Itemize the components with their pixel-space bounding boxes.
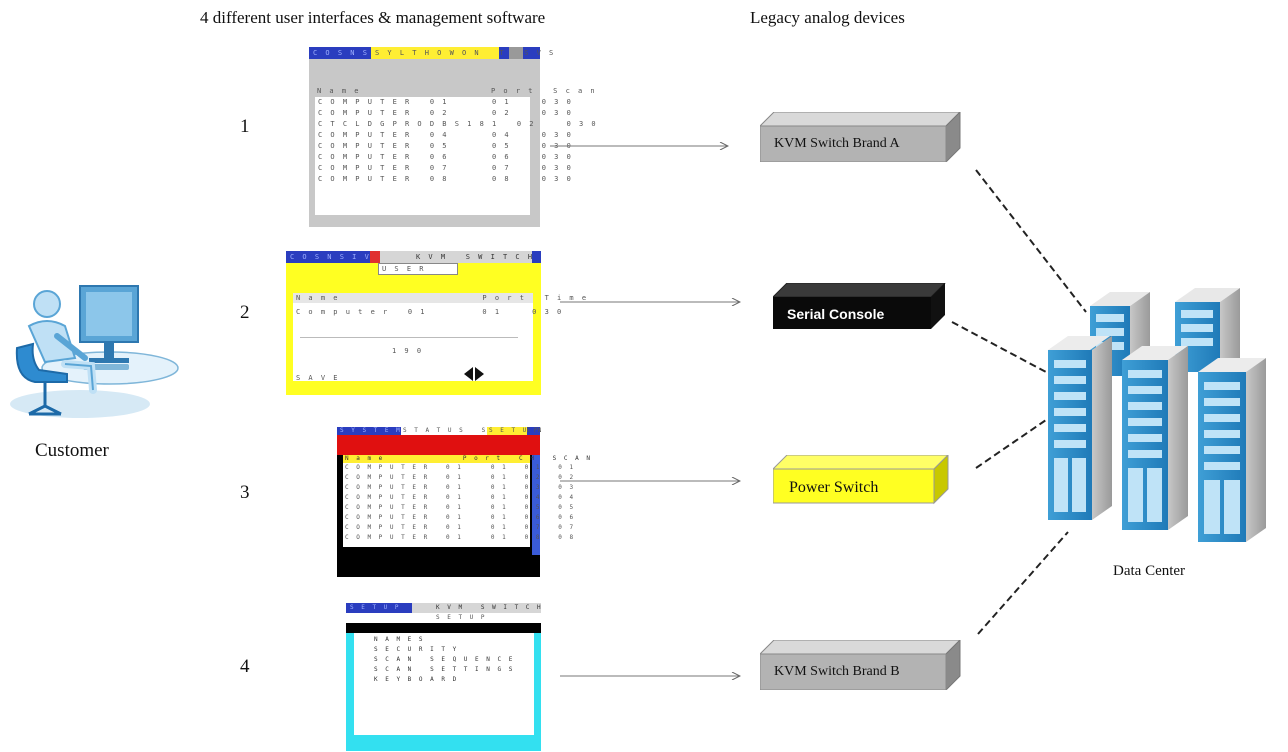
screen3-row: C O M P U T E R 0 1 0 1 0 5 0 5	[345, 504, 576, 511]
data-center-label: Data Center	[1113, 563, 1186, 579]
screen3-row: C O M P U T E R 0 1 0 1 0 1 0 1	[345, 464, 576, 471]
screen1-columns: N a m e P o r t S c a n	[317, 87, 597, 95]
kvm-switch-brand-b-label: KVM Switch Brand B	[774, 664, 900, 679]
kvm-switch-brand-a-device: KVM Switch Brand A	[758, 110, 965, 164]
screen1-row: C O M P U T E R 0 8 0 8 0 3 0	[318, 175, 573, 183]
screen1-row: C T C L D G P R O D B S 1 8 1 0 2 0 3 0	[318, 120, 598, 128]
interface-number-1: 1	[240, 116, 250, 137]
screen1-row: C O M P U T E R 0 7 0 7 0 3 0	[318, 164, 573, 172]
screen1-row: C O M P U T E R 0 1 0 1 0 3 0	[318, 98, 573, 106]
kvm-switch-brand-b-device: KVM Switch Brand B	[758, 638, 965, 692]
dashed-connector	[977, 531, 1069, 635]
screen3-row: C O M P U T E R 0 1 0 1 0 3 0 3	[345, 484, 576, 491]
interface-screen-1: C O S N S I V S Y L T H O W O N T O S V …	[309, 47, 596, 227]
screen4-menu-item: S C A N S E T T I N G S	[374, 666, 515, 673]
screen3-row: C O M P U T E R 0 1 0 1 0 8 0 8	[345, 534, 576, 541]
screen2-save-label: S A V E	[296, 374, 340, 382]
screen3-row: C O M P U T E R 0 1 0 1 0 2 0 2	[345, 474, 576, 481]
power-switch-device: Power Switch	[771, 453, 951, 505]
interfaces-header: 4 different user interfaces & management…	[200, 8, 546, 27]
data-center-servers-icon	[1040, 288, 1288, 548]
interface-number-4: 4	[240, 656, 250, 677]
interface-number-2: 2	[240, 302, 250, 323]
screen2-row: C o m p u t e r 0 1 0 1 0 3 0	[296, 308, 564, 316]
dashed-connector	[975, 169, 1087, 313]
kvm-switch-brand-a-label: KVM Switch Brand A	[774, 136, 900, 151]
serial-console-device: Serial Console	[771, 282, 948, 331]
interface-screen-2: C O S N S I V K V M S W I T C H U S E R …	[286, 251, 586, 395]
screen1-row: C O M P U T E R 0 4 0 4 0 3 0	[318, 131, 573, 139]
screen3-columns: N a m e P o r t C H S C A N	[345, 455, 592, 462]
screen3-title-right: S E T U P	[489, 427, 540, 434]
screen4-subtitle: S E T U P	[436, 614, 487, 621]
screen1-row: C O M P U T E R 0 6 0 6 0 3 0	[318, 153, 573, 161]
screen4-title-right: K V M S W I T C H	[436, 604, 543, 611]
dashed-connector	[975, 419, 1047, 469]
screen2-user-menu: U S E R	[382, 265, 426, 273]
customer-icon	[5, 278, 180, 428]
interface-screen-4: S E T U P K V M S W I T C H S E T U P N …	[346, 603, 541, 751]
screen3-row: C O M P U T E R 0 1 0 1 0 6 0 6	[345, 514, 576, 521]
power-switch-label: Power Switch	[789, 479, 879, 496]
screen2-columns: N a m e P o r t T i m e	[296, 294, 589, 302]
screen2-mid-value: 1 9 0	[392, 347, 424, 355]
screen4-menu-item: S C A N S E Q U E N C E	[374, 656, 515, 663]
screen3-row: C O M P U T E R 0 1 0 1 0 4 0 4	[345, 494, 576, 501]
screen2-title-left: C O S N S I V	[290, 253, 371, 261]
interface-number-3: 3	[240, 482, 250, 503]
screen4-menu-item: S E C U R I T Y	[374, 646, 459, 653]
screen2-title-right: K V M S W I T C H	[416, 253, 535, 261]
screen3-title-left: S Y S T E M	[340, 427, 402, 434]
screen1-row: C O M P U T E R 0 2 0 2 0 3 0	[318, 109, 573, 117]
dashed-connector	[951, 321, 1047, 373]
serial-console-label: Serial Console	[787, 306, 885, 322]
screen4-title-left: S E T U P	[350, 604, 401, 611]
interface-screen-3: S Y S T E M S T A T U S S C R E E N S E …	[337, 427, 590, 577]
screen4-menu-item: N A M E S	[374, 636, 425, 643]
screen3-row: C O M P U T E R 0 1 0 1 0 7 0 7	[345, 524, 576, 531]
legacy-devices-header: Legacy analog devices	[750, 8, 905, 27]
screen4-menu-item: K E Y B O A R D	[374, 676, 459, 683]
left-right-arrows-icon	[464, 367, 484, 386]
customer-label: Customer	[35, 440, 109, 461]
